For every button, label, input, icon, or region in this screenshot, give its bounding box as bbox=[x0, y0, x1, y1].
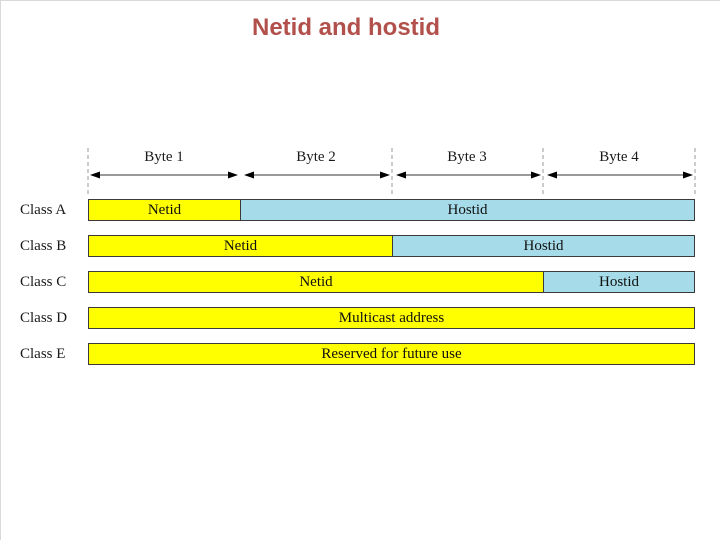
byte-extent-arrows bbox=[87, 148, 696, 197]
class-a-netid-box: Netid bbox=[88, 199, 241, 221]
class-d-multicast-box: Multicast address bbox=[88, 307, 695, 329]
class-b-hostid-box: Hostid bbox=[392, 235, 695, 257]
class-e-label: Class E bbox=[20, 345, 66, 362]
class-e-reserved-box: Reserved for future use bbox=[88, 343, 695, 365]
class-d-label: Class D bbox=[20, 309, 68, 326]
slide-title: Netid and hostid bbox=[252, 14, 440, 41]
byte-2-label: Byte 2 bbox=[296, 149, 336, 165]
class-c-hostid-box: Hostid bbox=[543, 271, 695, 293]
class-b-netid-box: Netid bbox=[88, 235, 393, 257]
class-a-hostid-box: Hostid bbox=[240, 199, 695, 221]
class-c-netid-box: Netid bbox=[88, 271, 544, 293]
class-b-label: Class B bbox=[20, 237, 67, 254]
byte-3-label: Byte 3 bbox=[447, 149, 487, 165]
byte-4-label: Byte 4 bbox=[599, 149, 639, 165]
class-a-label: Class A bbox=[20, 201, 67, 218]
class-c-label: Class C bbox=[20, 273, 67, 290]
byte-1-label: Byte 1 bbox=[144, 149, 184, 165]
